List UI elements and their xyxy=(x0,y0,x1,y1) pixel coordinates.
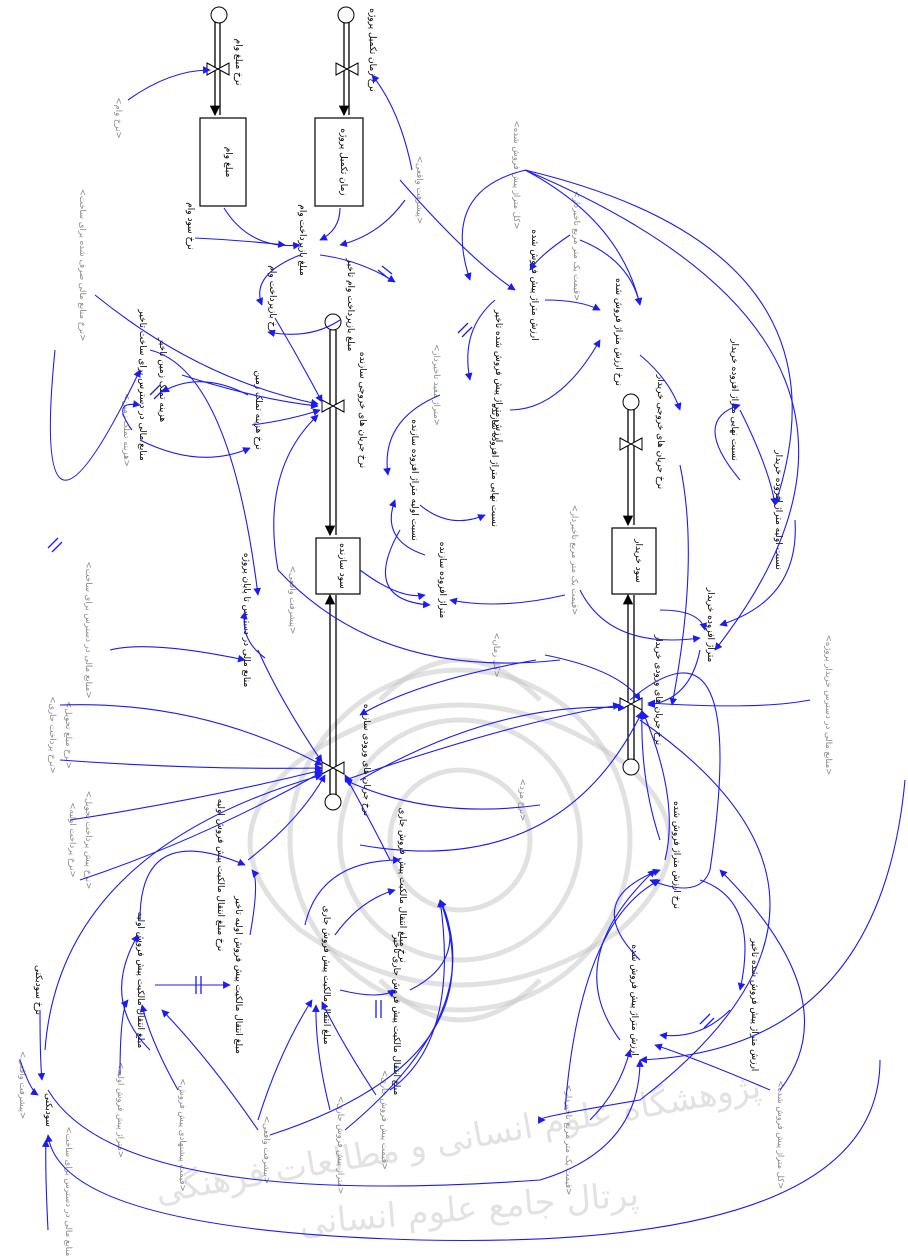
label-builder-outflow: نرخ جریان های خروجی سازنده xyxy=(357,352,367,468)
shadow-land-cost: <هزینه تملک زمین> xyxy=(121,393,131,467)
shadow-current-cost: <نرخ مبلغ تحویل> xyxy=(63,701,73,769)
label-current-transfer-rate: نرخ مبلغ انتقال مالکیت پیش فروش جاری xyxy=(397,807,407,962)
builder-inflow-pipe xyxy=(324,593,337,795)
label-buyer-added-area: متراژ افزوده خریدار xyxy=(705,587,715,663)
label-profitability: سودبکنی xyxy=(43,1093,53,1127)
label-sold-value-delay-top: ارزش متراژ پیش فروش شده تاخیر xyxy=(493,309,503,443)
valve-completion-rate xyxy=(335,62,359,76)
shadow-funds-buyer-project: <منابع مالی در دسترس خریدار پروژه> xyxy=(823,635,833,776)
label-initial-presale-value: مبلغ انتقال مالکیت پیش فروش اولیه xyxy=(135,912,145,1049)
source-cloud-completion xyxy=(337,6,355,24)
label-funds-construction-delay: منابع مالی در دسترس برای ساخت تاخیر xyxy=(137,308,147,460)
stock-builder-profit-label: سود سازنده xyxy=(337,543,347,589)
shadow-construction-expense-rate: <نرخ منابع مالی صرف شده برای ساخت> xyxy=(77,189,87,342)
label-profitability-rate: نرخ سودبکنی xyxy=(33,965,43,1015)
label-builder-inflow: نرخ جریان های ورودی سازنده xyxy=(361,704,371,816)
watermark-text-2: پرتال جامع علوم انسانی xyxy=(298,1174,641,1244)
stock-buyer-profit xyxy=(611,527,657,595)
stock-loan-amount-label: مبلغ وام xyxy=(223,147,233,178)
sink-cloud-buyer-in xyxy=(622,758,640,776)
builder-outflow-pipe xyxy=(324,330,337,537)
shadow-current-payment: <نرخ پرداخت جاری> xyxy=(47,696,57,774)
label-builder-added-area: متراژ افزوده سازنده xyxy=(437,542,447,619)
valve-builder-outflow xyxy=(321,399,345,413)
label-buyer-initial-ratio: نسبت اولیه متراژ افزوده خریدار xyxy=(773,449,783,569)
buyer-outflow-pipe xyxy=(622,408,635,527)
stock-completion-label: زمان تکمیل پروژه xyxy=(338,128,348,195)
valve-builder-inflow xyxy=(321,761,345,775)
shadow-loan-rate: <نرخ وام> xyxy=(113,97,123,138)
shadow-real-progress-left: <پیشرفت واقعی> xyxy=(17,1051,27,1119)
label-loan-amount-rate: نرخ مبلغ وام xyxy=(233,39,243,86)
label-funds-end-project: منابع مالی در دسترس تا پایان پروژه xyxy=(241,553,251,688)
source-cloud-buyer-out xyxy=(622,393,640,411)
stock-buyer-profit-label: سود خریدار xyxy=(633,538,643,583)
label-sold-presale-value-bottom: ارزش متراژ پیش فروش شده xyxy=(629,944,639,1055)
shadow-initial-payment: <نرخ پرداخت اولیه> xyxy=(67,802,77,877)
buyer-inflow-pipe xyxy=(622,593,635,760)
label-initial-transfer-rate: نرخ مبلغ انتقال مالکیت پیش فروش اولیه xyxy=(215,799,225,952)
label-buyer-inflow: نرخ جریان های ورودی خریدار xyxy=(653,634,663,745)
shadow-presale-area-initial: <متراژ پیش فروش اولیه> xyxy=(115,1062,125,1158)
label-land-cost-delay: هزینه تملک زمین تاخیر xyxy=(157,337,167,423)
shadow-price-per-m2-mid: <قیمت یک متر مربع تاخیردار> xyxy=(569,505,579,616)
shadow-total-time: <کل زمان> xyxy=(491,633,501,678)
delay-marks xyxy=(47,265,715,1029)
shadow-real-progress-top: <پیشرفت واقعی> xyxy=(414,156,424,224)
label-builder-final-ratio: نسبت نهایی متراژ افزوده سازنده xyxy=(489,403,499,527)
label-loan-repayment: مبلغ بازپرداخت وام xyxy=(297,204,307,276)
source-cloud-builder-out xyxy=(324,313,342,331)
shadow-real-progress-mid: <پیشرفت واقعی> xyxy=(287,566,297,634)
shadow-wage-rate: <نرخ مزد> xyxy=(517,779,527,822)
shadow-real-progress-bottom: <پیشرفت واقعی> xyxy=(261,1116,271,1184)
causal-links xyxy=(19,66,906,1242)
label-initial-presale-delay: مبلغ انتقال مالکیت پیش فروش اولیه تاخیر xyxy=(233,895,243,1054)
stock-builder-profit xyxy=(315,537,361,595)
label-current-presale-delay: مبلغ انتقال مالکیت پیش فروش جاری تاخیر xyxy=(391,934,401,1096)
label-current-presale-value: مبلغ انتقال مالکیت پیش فروش جاری xyxy=(321,906,331,1045)
shadow-total-presale-area-bottom: <کل متراژ پیش فروش شده> xyxy=(775,1081,785,1190)
label-loan-repayment-delay: مبلغ بازپرداخت وام تاخیر xyxy=(345,258,355,352)
label-builder-initial-ratio: نسبت اولیه متراژ افزوده سازنده xyxy=(409,419,419,540)
label-completion-time-rate: نرخ زمان تکمیل پروژه xyxy=(367,8,377,91)
sink-cloud-builder-in xyxy=(324,793,342,811)
label-land-cost-rate: نرخ هزینه تملک زمین xyxy=(253,370,263,449)
shadow-funds-available-construction: <منابع مالی در دسترس برای ساخت> xyxy=(83,562,93,699)
stock-project-completion-time xyxy=(314,117,364,207)
valve-buyer-outflow xyxy=(619,437,643,451)
shadow-current-presale-area: <متراژ پیش فروش جاری> xyxy=(335,1096,345,1194)
shadow-funds-construction-left: <منابع مالی در دسترس برای ساخت> xyxy=(63,1127,73,1256)
shadow-price-per-m2-top: <قیمت یک متر مربع تاخیردار> xyxy=(571,191,581,302)
label-sold-value-rate-top: نرخ ارزش متراژ فروش شده xyxy=(613,278,623,386)
label-sold-value-delay-bottom: ارزش متراژ پیش فروش شده تاخیر xyxy=(749,938,759,1072)
source-cloud-loan xyxy=(210,6,228,24)
label-loan-repayment-rate: نرخ بازپرداخت وام xyxy=(267,265,277,334)
shadow-delivery-rate: <نرخ پیش پرداخت تحویل> xyxy=(83,791,93,890)
label-sold-value-rate-bottom: نرخ ارزش متراژ فروش شده xyxy=(671,801,681,909)
label-loan-interest-rate: نرخ سود وام xyxy=(185,202,195,250)
shadow-price-per-m2-bottom: <قیمت یک متر مربع تاخیردار> xyxy=(563,1085,573,1196)
stock-loan-amount xyxy=(199,117,247,207)
watermark-emblem xyxy=(247,657,673,1023)
shadow-total-presale-area-top: <کل متراژ پیش فروش شده> xyxy=(511,121,521,230)
valve-loan-rate xyxy=(206,62,230,76)
shadow-current-presale-price: <قیمت پیش فروش جاری> xyxy=(379,1070,389,1170)
shadow-initial-offer-price: <قیمت پیشنهادی پیش فروش> xyxy=(177,1078,187,1191)
label-buyer-outflow: نرخ جریان های خروجی خریدار xyxy=(655,374,665,489)
label-sold-presale-value-top: ارزش متراژ پیش فروش شده xyxy=(529,229,539,340)
label-buyer-final-ratio: نسبت نهایی متراژ افزوده خریدار xyxy=(729,338,739,461)
shadow-builder-added-delay: <متراژ مفید تاخیردار> xyxy=(431,344,441,426)
